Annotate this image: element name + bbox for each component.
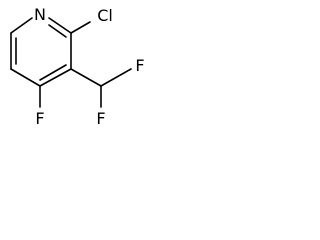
atom-chlorine-label: Cl [97,6,113,25]
atom-fluorine-upper-label: F [135,56,144,75]
bond-c2-cl [70,21,91,34]
atom-nitrogen-label: N [34,5,46,24]
bond-ring-c2-n-inner [48,24,67,38]
atom-fluorine-ring-label: F [35,109,44,128]
molecule-structure-diagram: N Cl F F F [10,5,145,128]
bonds [10,17,132,108]
bond-ring-c4-c3 [39,68,72,87]
bond-c3-chf2 [70,68,102,87]
bond-ring-n-c6 [10,17,33,34]
bond-ring-c2-n [48,17,72,34]
atom-labels: N Cl F F F [34,5,145,128]
bond-chf2-f-upper [100,68,132,87]
bond-ring-c5-c4 [10,68,41,87]
atom-fluorine-lower-label: F [96,109,105,128]
bond-ring-c4-c3-inner [39,64,67,81]
